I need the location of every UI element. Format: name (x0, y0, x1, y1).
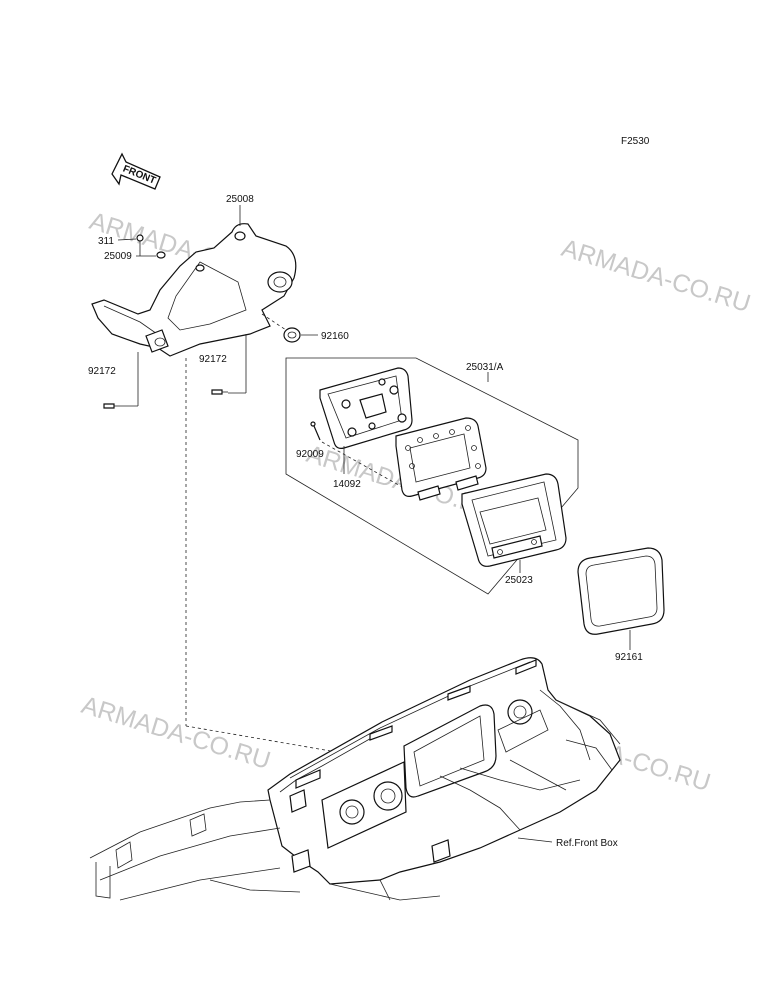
bracket-25008 (91, 223, 297, 357)
screw-92172-left (103, 403, 120, 409)
label-25023: 25023 (505, 575, 533, 586)
screw-92009 (310, 421, 321, 441)
label-92161: 92161 (615, 652, 643, 663)
meter-25023 (461, 473, 567, 567)
watermark-4: ARMADA-CO.RU (78, 691, 273, 775)
label-25009: 25009 (104, 251, 132, 262)
nut-311 (136, 234, 144, 242)
front-box (89, 657, 621, 901)
watermark-2: ARMADA-CO.RU (558, 234, 753, 318)
front-arrow-icon: FRONT (111, 152, 161, 190)
screw-92172-mid (211, 389, 228, 395)
label-14092: 14092 (333, 479, 361, 490)
washer-25009 (156, 251, 166, 259)
label-92172-mid: 92172 (199, 354, 227, 365)
label-92009: 92009 (296, 449, 324, 460)
label-92160: 92160 (321, 331, 349, 342)
assembly-box (285, 357, 579, 595)
grommet-92160 (283, 327, 301, 343)
cover-92161 (577, 547, 665, 635)
figure-code: F2530 (621, 136, 650, 147)
label-311: 311 (98, 236, 114, 247)
meter-case-14092 (319, 367, 413, 449)
label-25008: 25008 (226, 194, 254, 205)
label-25031: 25031/A (466, 362, 504, 373)
label-92172-left: 92172 (88, 366, 116, 377)
meter-gasket (395, 417, 487, 501)
label-ref-front-box: Ref.Front Box (556, 838, 618, 849)
front-arrow-label: FRONT (121, 164, 157, 187)
